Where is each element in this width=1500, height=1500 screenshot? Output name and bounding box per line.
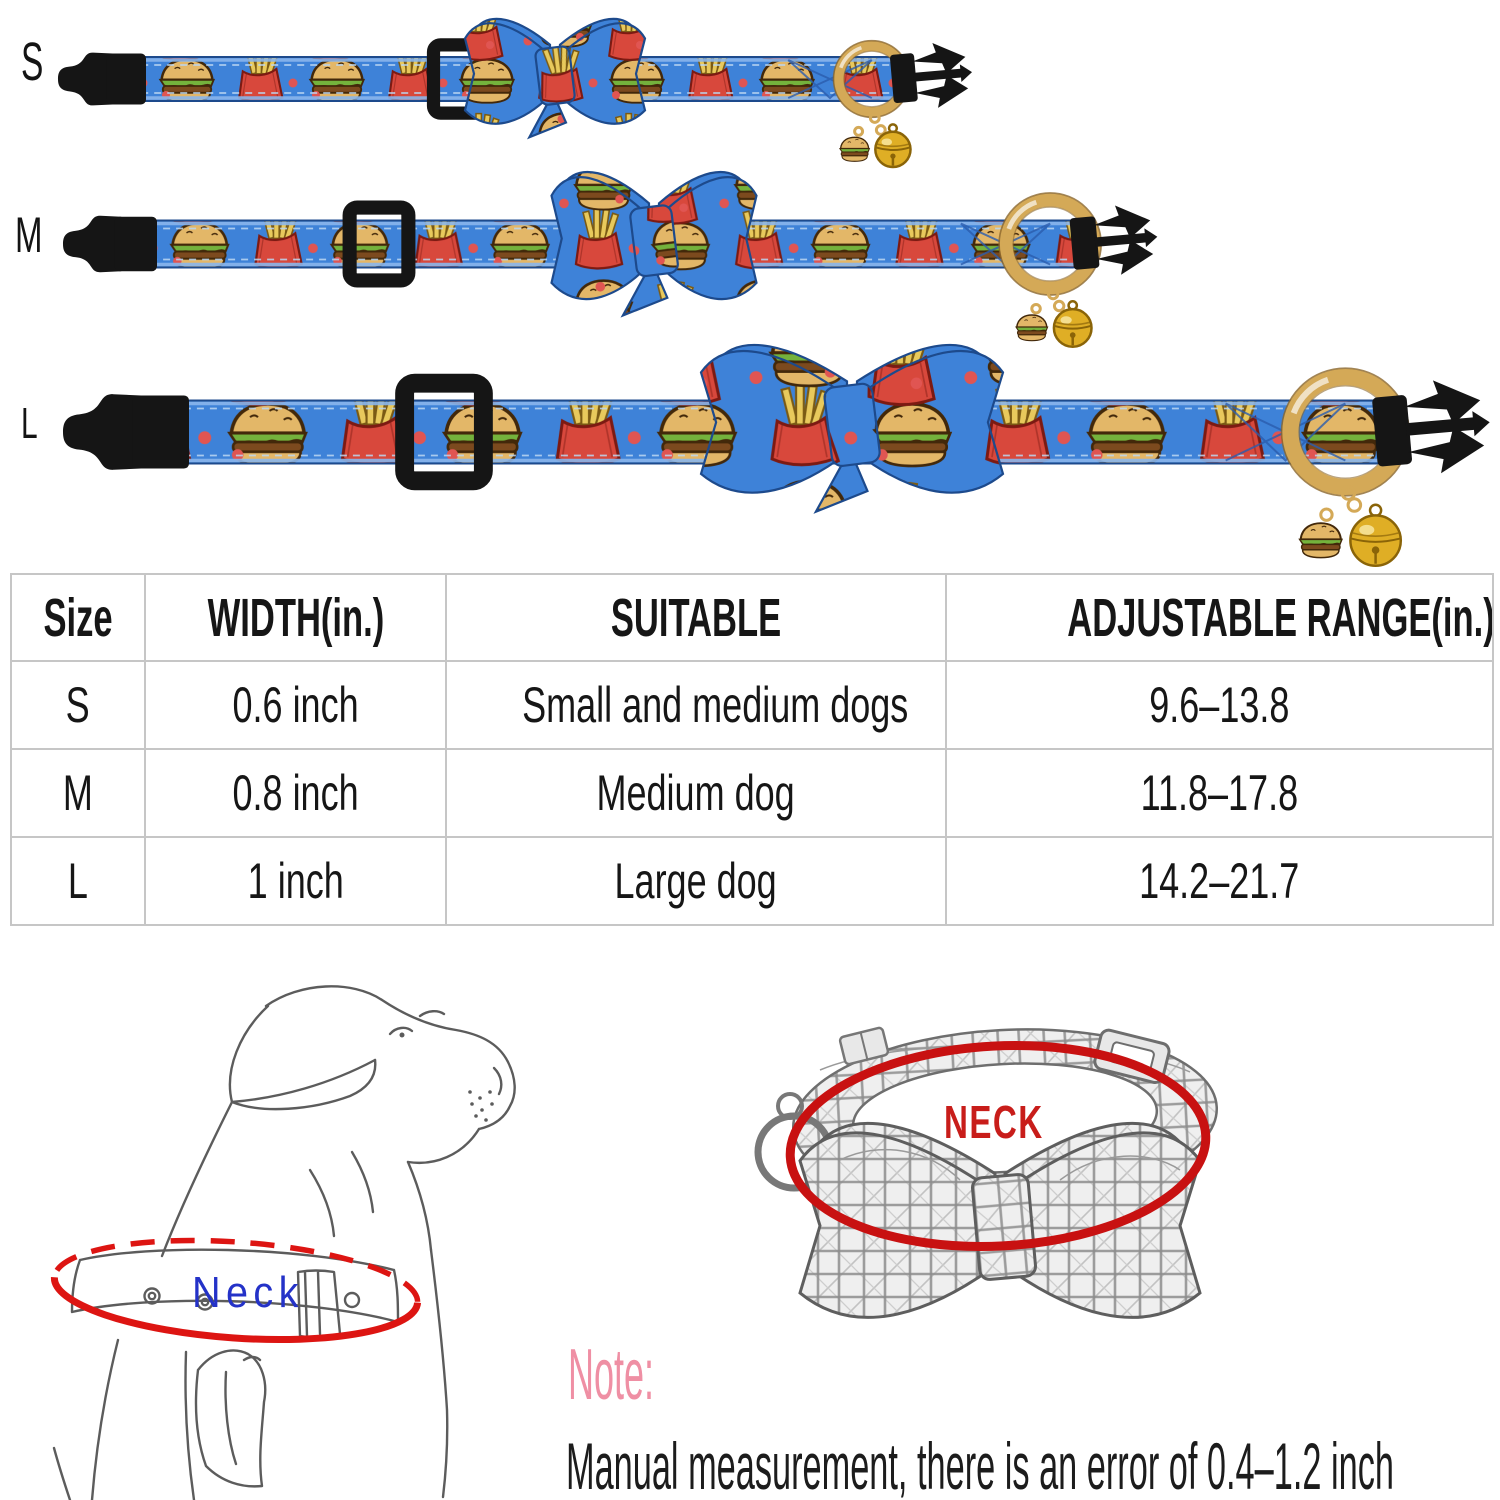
table-row-s: S 0.6 inch Small and medium dogs 9.6–13.… <box>10 660 1494 750</box>
buckle-female-s <box>58 52 113 106</box>
slider-adjuster-l <box>395 373 493 491</box>
bow-tie-m <box>550 170 758 318</box>
cell-width-s-text: 0.6 inch <box>232 677 359 733</box>
buckle-female-l <box>63 394 142 470</box>
sketch-adjuster <box>838 1026 890 1066</box>
cell-suitable-l: Large dog <box>445 836 947 926</box>
column-header-suitable: SUITABLE <box>445 573 947 662</box>
burger-charm-s <box>839 136 871 162</box>
bell-l <box>1349 503 1403 567</box>
cell-width-s: 0.6 inch <box>144 660 447 750</box>
column-header-range: ADJUSTABLE RANGE(in.) <box>945 573 1494 662</box>
column-header-range-text: ADJUSTABLE RANGE(in.) <box>1067 587 1493 648</box>
charms-s <box>839 112 912 169</box>
buckle-male-l <box>1372 380 1490 474</box>
burger-charm-m <box>1015 314 1049 342</box>
cell-size-m: M <box>10 748 146 838</box>
cell-size-s: S <box>10 660 146 750</box>
cell-suitable-s: Small and medium dogs <box>445 660 947 750</box>
table-row-l: L 1 inch Large dog 14.2–21.7 <box>10 836 1494 926</box>
cell-size-l-text: L <box>67 853 89 909</box>
cell-range-m: 11.8–17.8 <box>945 748 1494 838</box>
cell-size-m-text: M <box>63 765 93 821</box>
column-header-width: WIDTH(in.) <box>144 573 447 662</box>
collar-photo-l <box>63 343 1490 567</box>
cell-range-l-text: 14.2–21.7 <box>1139 853 1300 909</box>
collar-photo-s <box>58 17 973 169</box>
cell-size-s-text: S <box>65 677 91 733</box>
buckle-male-s <box>889 42 973 108</box>
charms-l <box>1298 485 1403 567</box>
size-chart-table: Size WIDTH(in.) SUITABLE ADJUSTABLE RANG… <box>10 573 1494 926</box>
burger-charm-l <box>1298 522 1343 559</box>
column-header-size-text: Size <box>43 587 113 648</box>
slider-adjuster-m <box>342 200 416 288</box>
dog-measure-sketch <box>52 985 516 1500</box>
bell-m <box>1052 300 1093 349</box>
collar-size-label-l: L <box>21 399 38 448</box>
cell-width-m-text: 0.8 inch <box>232 765 359 821</box>
table-row-m: M 0.8 inch Medium dog 11.8–17.8 <box>10 748 1494 838</box>
cell-width-l-text: 1 inch <box>247 853 344 909</box>
bow-collar-sketch <box>754 1026 1218 1319</box>
table-header-row: Size WIDTH(in.) SUITABLE ADJUSTABLE RANG… <box>10 573 1494 662</box>
dog-neck-measure-ellipse <box>50 1237 422 1344</box>
collar-size-label-m: M <box>15 207 43 263</box>
collar-size-label-s: S <box>21 32 44 92</box>
dog-neck-label: Neck <box>192 1268 304 1317</box>
cell-size-l: L <box>10 836 146 926</box>
cell-width-l: 1 inch <box>144 836 447 926</box>
buckle-male-m <box>1069 205 1158 275</box>
bow-collar-neck-label: NECK <box>944 1096 1044 1148</box>
note-label: Note: <box>568 1335 655 1415</box>
collar-photo-m <box>63 170 1158 349</box>
cell-suitable-m-text: Medium dog <box>596 765 796 821</box>
column-header-size: Size <box>10 573 146 662</box>
note-text: Manual measurement, there is an error of… <box>566 1429 1394 1500</box>
column-header-suitable-text: SUITABLE <box>610 587 782 648</box>
bell-s <box>874 123 912 169</box>
cell-suitable-m: Medium dog <box>445 748 947 838</box>
cell-range-l: 14.2–21.7 <box>945 836 1494 926</box>
bow-neck-measure-ellipse <box>785 1041 1211 1251</box>
cell-range-m-text: 11.8–17.8 <box>1140 765 1299 821</box>
charms-m <box>1015 287 1093 349</box>
cell-width-m: 0.8 inch <box>144 748 447 838</box>
cell-suitable-l-text: Large dog <box>614 853 778 909</box>
buckle-female-m <box>63 215 122 273</box>
column-header-width-text: WIDTH(in.) <box>207 587 384 648</box>
bow-tie-s <box>463 17 647 140</box>
cell-suitable-s-text: Small and medium dogs <box>522 677 909 733</box>
bow-tie-l <box>699 343 1005 514</box>
cell-range-s-text: 9.6–13.8 <box>1149 677 1290 733</box>
cell-range-s: 9.6–13.8 <box>945 660 1494 750</box>
